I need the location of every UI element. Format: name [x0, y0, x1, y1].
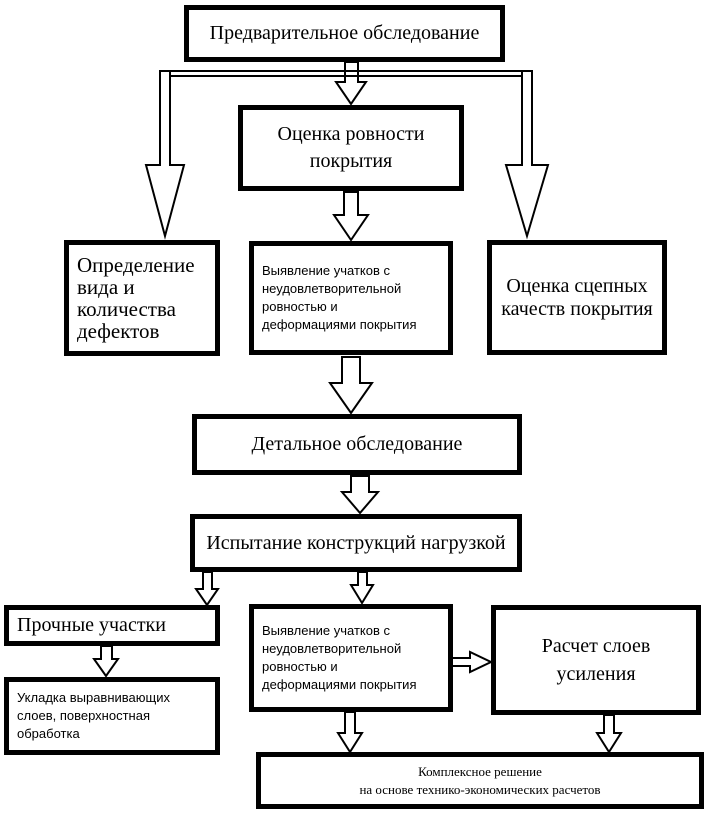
arrow-preliminary-to-evenness — [334, 61, 368, 106]
node-load-test: Испытание конструкций нагрузкой — [190, 514, 522, 572]
arrow-load-test-to-strong — [194, 571, 220, 607]
arrow-sections-bottom-to-layers — [451, 650, 494, 674]
arrow-sections-bottom-to-complex — [336, 711, 364, 754]
node-leveling: Укладка выравнивающих слоев, поверхностн… — [4, 677, 220, 755]
node-sections-top: Выявление учатков с неудовлетворительной… — [249, 241, 453, 355]
node-evenness: Оценка ровности покрытия — [238, 105, 464, 191]
node-strong: Прочные участки — [4, 605, 220, 646]
arrow-preliminary-to-defects — [144, 70, 186, 240]
arrow-sections-top-to-detailed — [328, 356, 374, 415]
arrow-evenness-to-sections-top — [332, 191, 370, 242]
node-detailed: Детальное обследование — [192, 414, 522, 475]
arrow-strong-to-leveling — [92, 645, 120, 678]
arrow-layers-to-complex — [595, 714, 623, 754]
node-defects: Определение вида и количества дефектов — [64, 240, 220, 356]
node-preliminary: Предварительное обследование — [184, 5, 505, 62]
arrow-detailed-to-load-test — [339, 475, 381, 515]
arrow-preliminary-to-adhesion — [504, 70, 550, 240]
node-layers: Расчет слоев усиления — [491, 605, 701, 715]
node-sections-bottom: Выявление учатков с неудовлетворительной… — [249, 604, 453, 712]
node-complex: Комплексное решение на основе технико-эк… — [256, 752, 704, 809]
arrow-load-test-to-sections-bottom — [349, 571, 375, 605]
node-adhesion: Оценка сцепных качеств покрытия — [487, 240, 667, 355]
